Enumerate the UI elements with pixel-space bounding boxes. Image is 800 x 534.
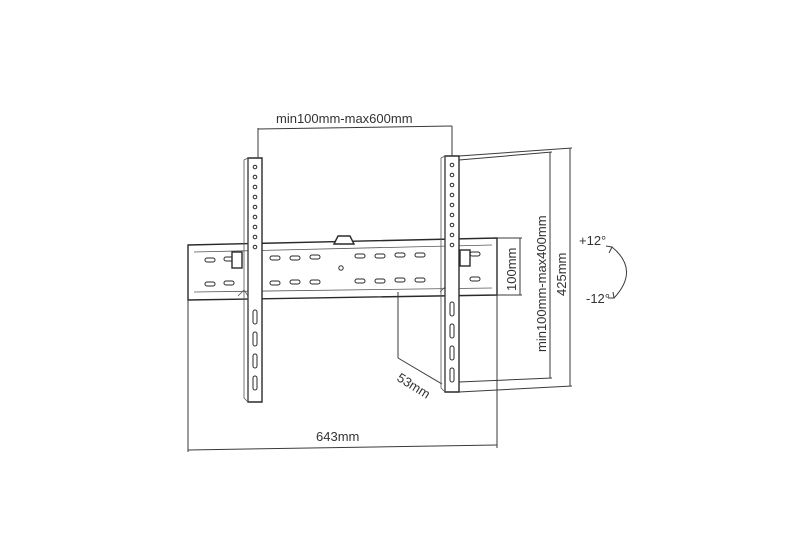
- left-arm: [243, 157, 263, 403]
- dim-rail-height: 100mm: [497, 237, 522, 296]
- right-arm: [440, 155, 460, 393]
- left-hook: [231, 251, 243, 269]
- label-total-width: 643mm: [316, 429, 359, 444]
- arrow-down-icon: [608, 291, 615, 299]
- dim-vesa-height: min100mm-max400mm: [458, 151, 553, 383]
- label-rail-height: 100mm: [504, 248, 519, 291]
- right-hook: [459, 249, 471, 267]
- rail-slots: [204, 251, 481, 287]
- label-vesa-height: min100mm-max400mm: [534, 215, 549, 352]
- tilt-indicator: +12° -12°: [579, 233, 627, 306]
- label-vesa-width: min100mm-max600mm: [276, 111, 413, 126]
- label-total-height: 425mm: [554, 253, 569, 296]
- label-tilt-up: +12°: [579, 233, 606, 248]
- dim-total-height: 425mm: [458, 147, 573, 393]
- dim-total-width: 643mm: [187, 295, 498, 452]
- dim-vesa-width: min100mm-max600mm: [257, 111, 453, 158]
- right-arm-holes: [449, 162, 455, 383]
- arrow-up-icon: [605, 245, 613, 254]
- left-arm-holes: [252, 164, 258, 391]
- center-latch: [332, 235, 356, 245]
- label-tilt-down: -12°: [586, 291, 610, 306]
- dim-depth: 53mm: [394, 292, 443, 402]
- label-depth: 53mm: [394, 370, 433, 402]
